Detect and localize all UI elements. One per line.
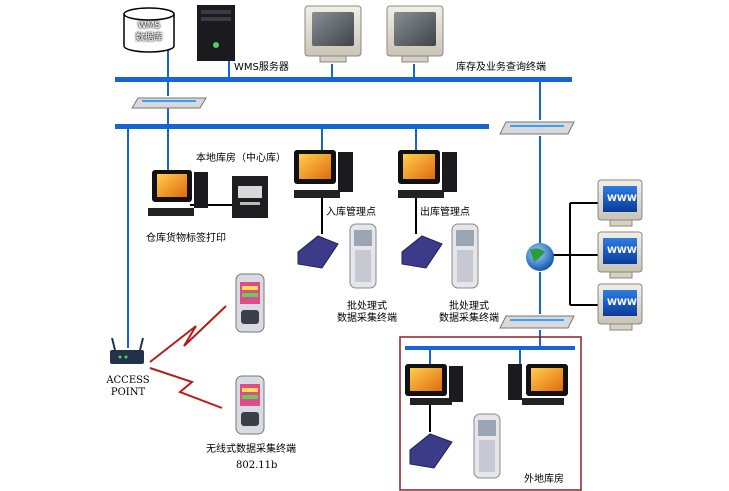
pda-icon	[235, 375, 265, 435]
query-terminal-icon	[386, 5, 444, 63]
wireless-terminal-label: 无线式数据采集终端	[206, 444, 296, 455]
workstation-icon	[294, 150, 353, 198]
label-printer-icon	[232, 176, 268, 218]
label-print-label: 仓库货物标签打印	[146, 233, 226, 244]
wireless-standard-label: 802.11b	[236, 460, 278, 471]
www-monitor-icon	[597, 283, 643, 331]
www-label: WWW	[607, 246, 637, 256]
workstation-icon	[508, 364, 568, 405]
backbone-bus-remote	[405, 346, 575, 350]
pda-icon	[235, 273, 265, 333]
outbound-point-label: 出库管理点	[420, 207, 470, 218]
batch-terminal-label: 批处理式 数据采集终端	[337, 301, 397, 324]
local-warehouse-label: 本地库房（中心库）	[196, 153, 286, 164]
network-switch-icon	[499, 121, 575, 135]
database-icon	[123, 7, 175, 53]
inventory-terminal-label: 库存及业务查询终端	[456, 62, 546, 73]
www-monitor-icon	[597, 179, 643, 227]
remote-warehouse-box	[399, 336, 582, 491]
handheld-terminal-icon	[451, 223, 479, 289]
wms-database-label: WMS 数据库	[135, 21, 163, 43]
wms-server-label: WMS服务器	[234, 62, 289, 73]
internet-globe-icon	[526, 243, 554, 271]
network-links	[115, 30, 598, 432]
workstation-icon	[405, 364, 463, 405]
cradle-icon	[401, 235, 443, 269]
batch-terminal-label: 批处理式 数据采集终端	[439, 301, 499, 324]
access-point-label: ACCESS POINT	[106, 375, 150, 398]
backbone-bus-top	[115, 77, 572, 82]
remote-warehouse-label: 外地库房	[524, 474, 564, 485]
workstation-icon	[398, 150, 457, 198]
backbone-bus-local	[115, 124, 489, 129]
handheld-terminal-icon	[473, 413, 501, 479]
cradle-icon	[297, 235, 339, 269]
network-switch-icon	[131, 97, 207, 109]
www-label: WWW	[607, 194, 637, 204]
workstation-icon	[148, 170, 208, 216]
www-monitor-icon	[597, 231, 643, 279]
server-icon	[197, 5, 235, 61]
network-switch-icon	[499, 315, 575, 329]
www-label: WWW	[607, 298, 637, 308]
access-point-icon	[110, 337, 144, 364]
wireless-signal-icon	[149, 305, 227, 409]
handheld-terminal-icon	[349, 223, 377, 289]
inbound-point-label: 入库管理点	[326, 207, 376, 218]
cradle-icon	[409, 433, 453, 469]
query-terminal-icon	[304, 5, 362, 63]
